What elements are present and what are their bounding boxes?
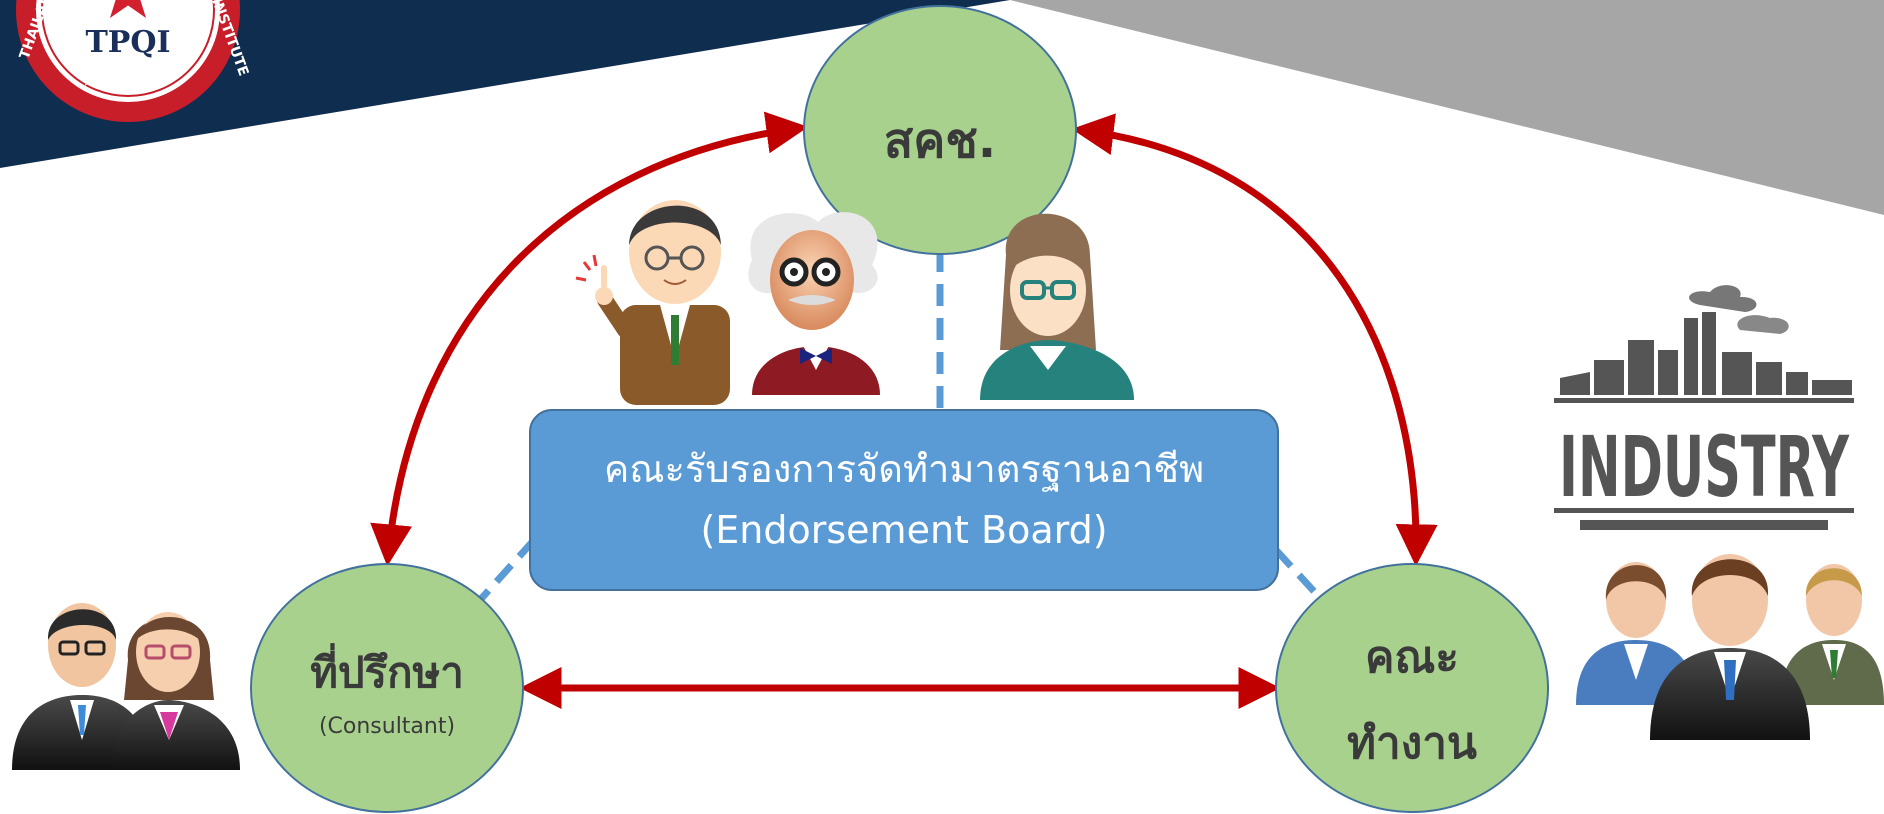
node-label-left: ที่ปรึกษา: [310, 648, 464, 697]
svg-text:★: ★: [134, 82, 146, 97]
board-box-label: คณะรับรองการจัดทำมาตรฐานอาชีพ (Endorseme…: [530, 410, 1278, 590]
node-label-right-line2: ทำงาน: [1347, 718, 1477, 769]
tpqi-logo: TPQI THAILAND INSTITUTE ★ ★ ★: [16, 0, 251, 122]
node-label-right-line1: คณะ: [1365, 632, 1459, 683]
svg-text:★: ★: [108, 82, 120, 97]
board-label-thai: คณะรับรองการจัดทำมาตรฐานอาชีพ: [603, 447, 1205, 492]
consultant-pair-icon: [12, 603, 240, 770]
arrow-top-right: [1071, 113, 1438, 567]
svg-text:★: ★: [82, 75, 94, 90]
logo-text: TPQI: [85, 25, 170, 60]
industry-icon: INDUSTRY: [1554, 285, 1854, 530]
dashed-connector-right: [1273, 547, 1325, 603]
node-circle-top: [803, 5, 1077, 255]
board-box: [529, 409, 1279, 591]
node-circle-right: [1275, 563, 1549, 813]
dashed-connector-left: [477, 537, 537, 603]
business-group-icon: [1576, 554, 1884, 740]
node-label-top: สคช.: [883, 113, 997, 169]
node-sublabel-left: (Consultant): [318, 714, 456, 739]
pointing-man-illustration: [575, 200, 730, 405]
banner-navy: [0, 0, 1010, 168]
industry-label: INDUSTRY: [1559, 418, 1850, 516]
woman-illustration: [980, 213, 1134, 400]
arrow-top-left: [370, 111, 809, 567]
scientist-illustration: [748, 212, 880, 395]
node-circle-left: [250, 563, 524, 813]
board-label-english: (Endorsement Board): [700, 508, 1108, 552]
banner-gray: [1010, 0, 1884, 215]
